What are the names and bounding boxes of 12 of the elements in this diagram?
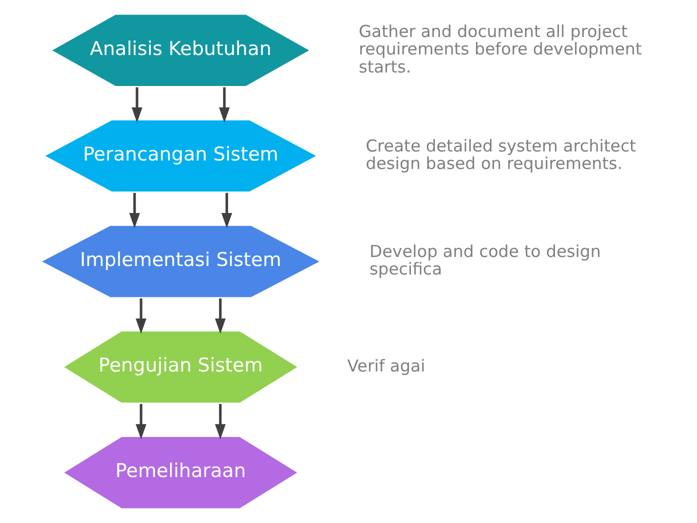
node-label: Verif agai xyxy=(346,356,425,376)
arrow xyxy=(218,87,230,123)
node-label: Gather and document all project requirements before development starts. xyxy=(358,22,642,76)
arrow xyxy=(220,192,232,228)
arrow xyxy=(131,87,142,123)
node-label: Develop and code to design specifica xyxy=(369,242,600,279)
arrow xyxy=(214,404,226,440)
node-label: Create detailed system architect design based on requirements. xyxy=(365,136,636,174)
arrow xyxy=(135,298,146,334)
arrow xyxy=(214,298,226,334)
arrow xyxy=(135,404,146,440)
arrow xyxy=(128,192,140,228)
